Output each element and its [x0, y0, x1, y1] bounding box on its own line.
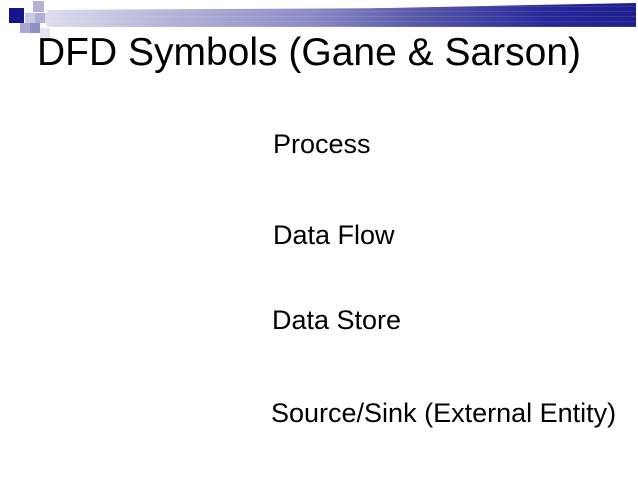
slide-title: DFD Symbols (Gane & Sarson): [37, 31, 582, 74]
label-process: Process: [273, 129, 371, 159]
pixel-square: [25, 13, 35, 23]
label-data-store: Data Store: [272, 305, 402, 335]
label-data-flow: Data Flow: [273, 220, 395, 250]
pixel-square: [35, 13, 45, 23]
pixel-square: [20, 23, 30, 33]
pixel-square: [40, 28, 50, 38]
header-gradient-bar: [47, 3, 636, 27]
pixel-square-dark: [9, 8, 24, 23]
label-source-sink-external-entity: Source/Sink (External Entity): [271, 398, 617, 428]
pixel-square: [30, 23, 40, 33]
pixel-square: [33, 1, 44, 12]
